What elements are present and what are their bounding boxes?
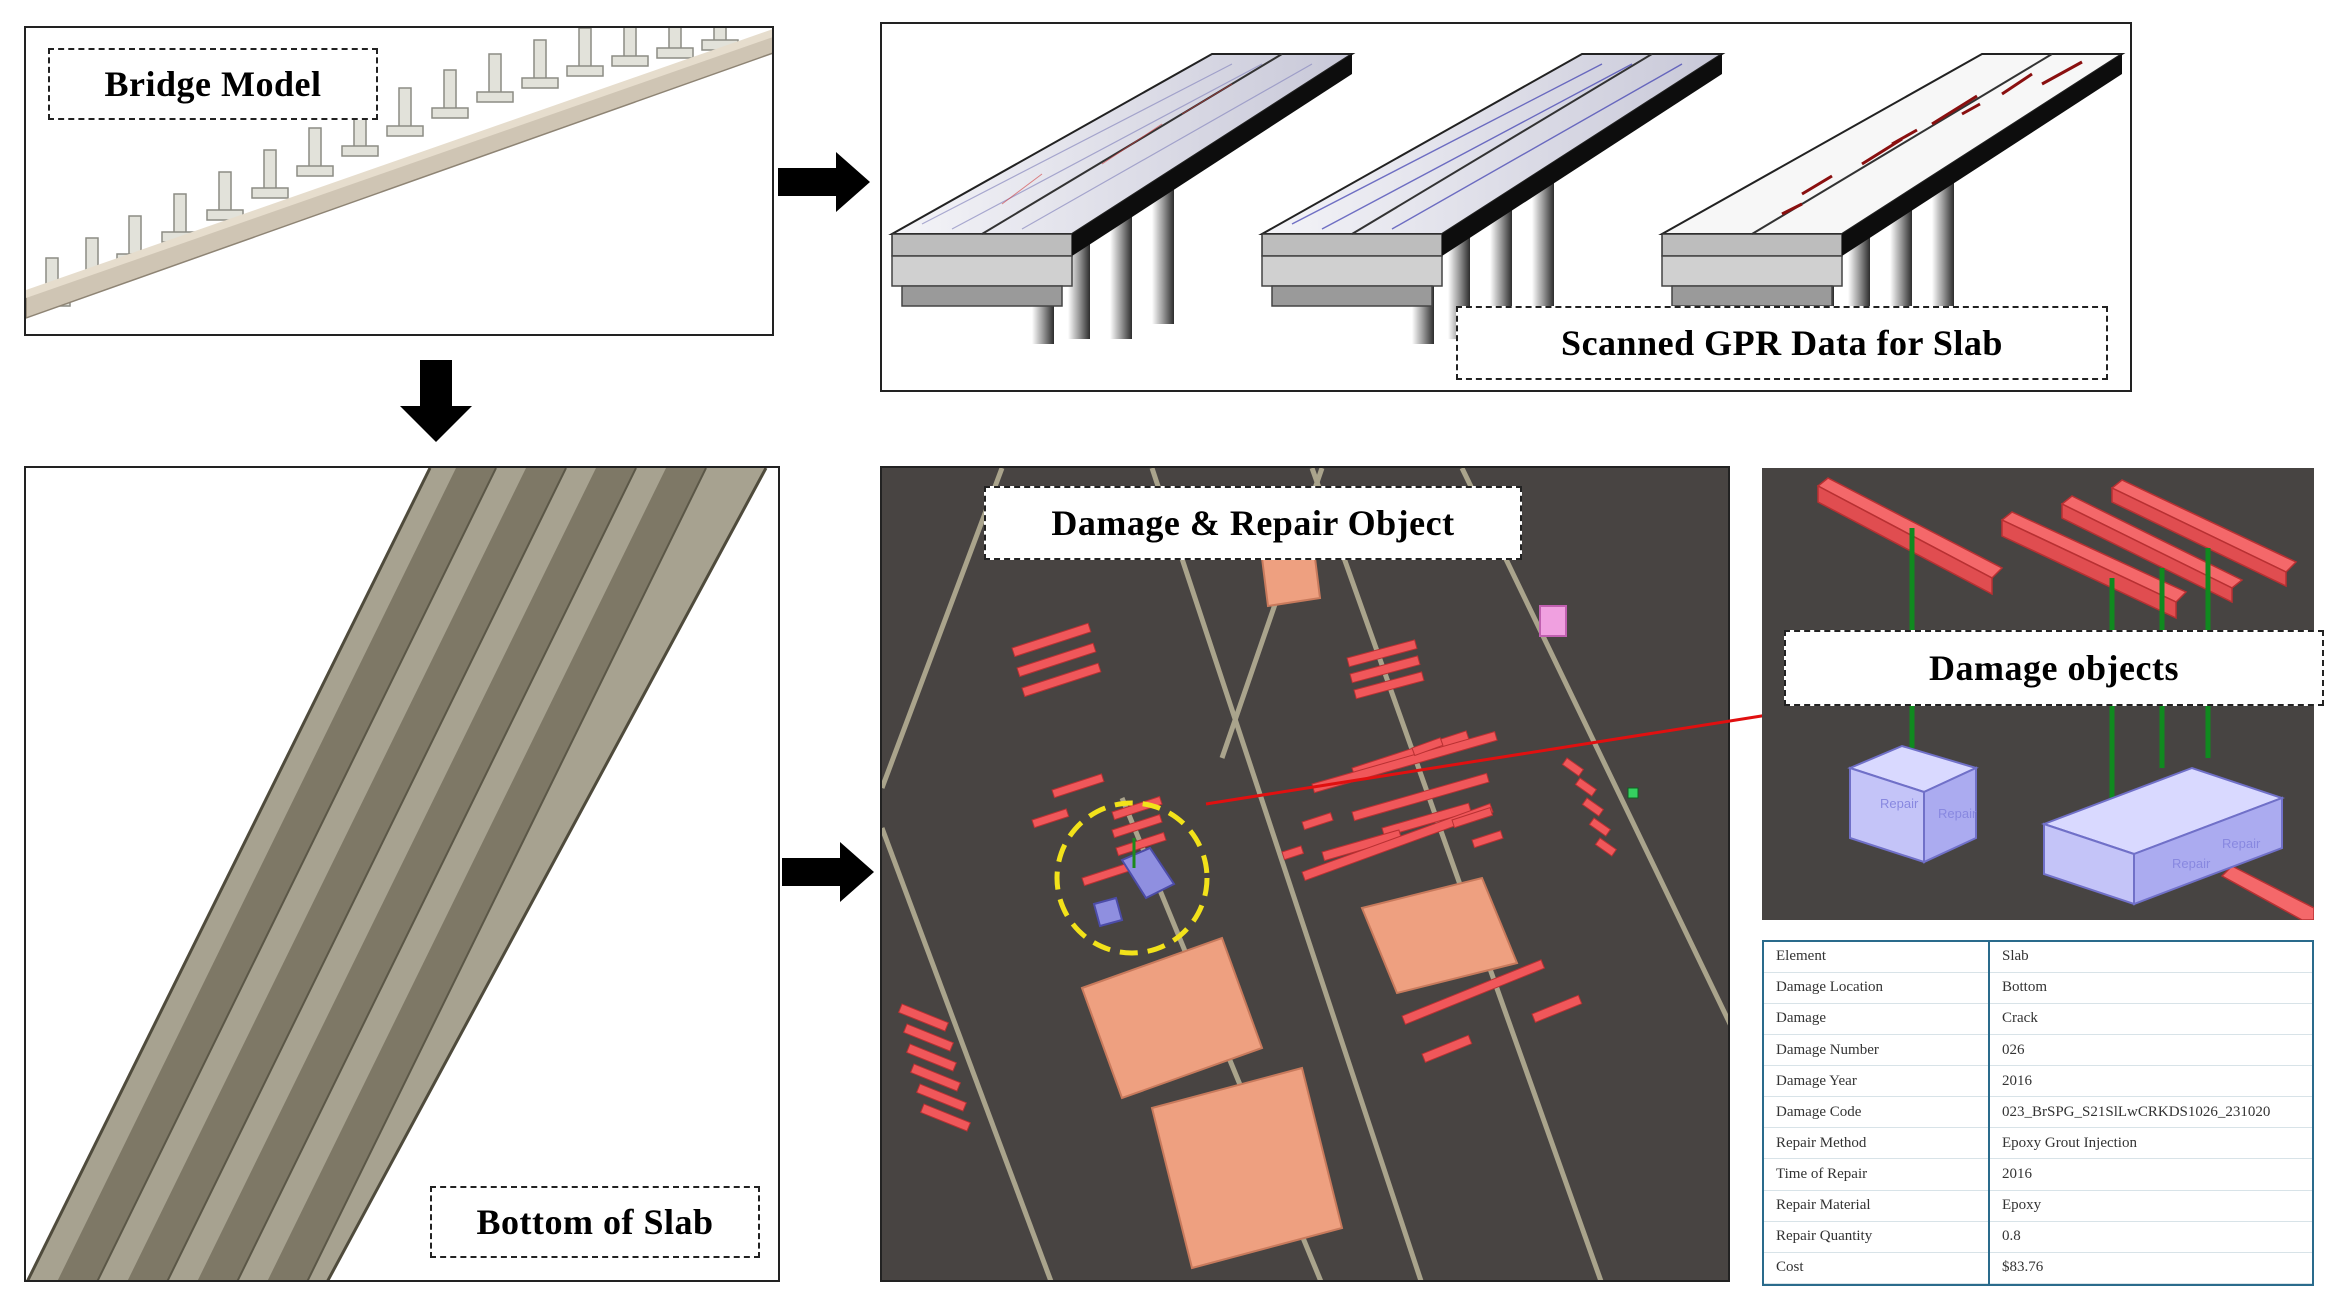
arrow-down-icon — [400, 360, 472, 442]
svg-text:Repair: Repair — [1938, 806, 1977, 821]
attribute-value: 026 — [1989, 1034, 2312, 1067]
damage-objects-label: Damage objects — [1784, 630, 2324, 706]
repair-box-right: Repair Repair — [2041, 766, 2285, 906]
damage-repair-panel — [880, 466, 1730, 1282]
attribute-key: Damage Location — [1764, 972, 1990, 1004]
attribute-key: Damage — [1764, 1003, 1990, 1035]
bottom-of-slab-image — [26, 468, 768, 1280]
damage-repair-image — [882, 468, 1728, 1280]
attribute-key: Element — [1764, 942, 1990, 973]
gpr-bridge-images — [888, 53, 2126, 344]
bridge-model-label: Bridge Model — [48, 48, 378, 120]
attribute-key: Damage Code — [1764, 1096, 1990, 1129]
highlighted-repair-objects — [1092, 838, 1176, 928]
attribute-value: $83.76 — [1989, 1252, 2312, 1285]
svg-text:Repair: Repair — [2172, 856, 2211, 871]
arrow-right-icon — [778, 152, 870, 212]
scanned-gpr-label: Scanned GPR Data for Slab — [1456, 306, 2108, 380]
leader-arrow — [1205, 702, 1790, 806]
svg-text:Repair: Repair — [1880, 796, 1919, 811]
attribute-key: Damage Number — [1764, 1034, 1990, 1067]
attribute-key: Time of Repair — [1764, 1158, 1990, 1191]
attribute-value: Slab — [1989, 942, 2312, 973]
attribute-key: Cost — [1764, 1252, 1990, 1285]
attribute-value: Epoxy Grout Injection — [1989, 1127, 2312, 1160]
bottom-of-slab-panel — [24, 466, 780, 1282]
bridge-model-panel — [24, 26, 774, 336]
arrow-right-icon — [782, 842, 874, 902]
attribute-value: Crack — [1989, 1003, 2312, 1035]
damage-repair-object-label: Damage & Repair Object — [984, 486, 1522, 560]
attribute-value: 2016 — [1989, 1158, 2312, 1191]
attribute-value: 023_BrSPG_S21SlLwCRKDS1026_231020 — [1989, 1096, 2312, 1129]
table-row: Cost$83.76 — [1764, 1252, 2312, 1285]
attribute-value: 2016 — [1989, 1065, 2312, 1098]
bottom-of-slab-label: Bottom of Slab — [430, 1186, 760, 1258]
attribute-key: Repair Quantity — [1764, 1221, 1990, 1253]
attribute-key: Repair Material — [1764, 1190, 1990, 1222]
svg-text:Repair: Repair — [2222, 836, 2261, 851]
repair-box-left: Repair Repair — [1847, 744, 1979, 864]
attribute-value: 0.8 — [1989, 1221, 2312, 1253]
attribute-value: Bottom — [1989, 972, 2312, 1004]
attribute-key: Repair Method — [1764, 1127, 1990, 1160]
attribute-key: Damage Year — [1764, 1065, 1990, 1098]
attribute-value: Epoxy — [1989, 1190, 2312, 1222]
